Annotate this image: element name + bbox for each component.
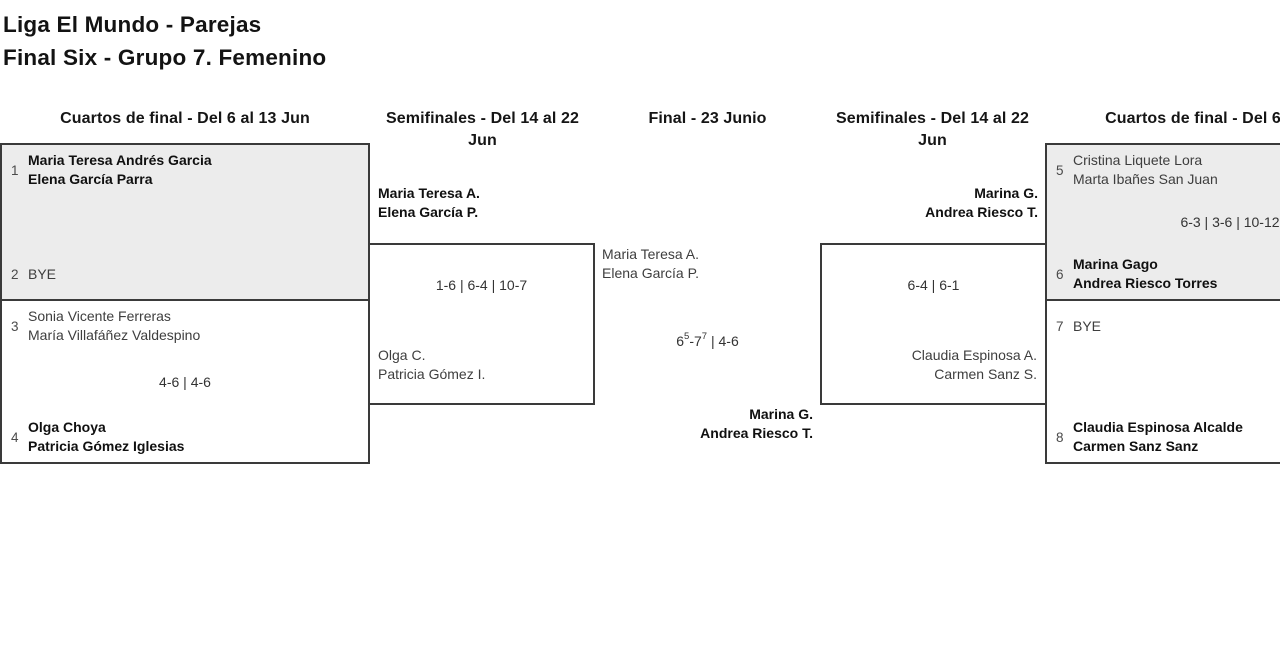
- match-score: 4-6 | 4-6: [159, 373, 211, 390]
- seed-number: 6: [1056, 266, 1064, 282]
- match-score: 6-4 | 6-1: [907, 277, 960, 293]
- round-header-quarterfinals-right: Cuartos de final - Del 6 al 13 Jun: [1105, 110, 1280, 127]
- match-sf2: 6-4 | 6-1 Claudia Espinosa A.Carmen Sanz…: [820, 243, 1045, 405]
- sf1-winner-team: Maria Teresa A.Elena García P.: [378, 185, 480, 220]
- team-row-seed-7: 7 BYE: [1047, 307, 1280, 345]
- match-score: 6-3 | 3-6 | 10-12: [1180, 214, 1280, 230]
- seed-number: 5: [1056, 162, 1064, 178]
- sf2-winner-team: Marina G.Andrea Riesco T.: [925, 185, 1038, 220]
- page-title: Liga El Mundo - Parejas Final Six - Grup…: [3, 8, 326, 74]
- match-score: 1-6 | 6-4 | 10-7: [435, 277, 528, 293]
- seed-number: 3: [11, 318, 19, 334]
- sf2-loser-team: Claudia Espinosa A.Carmen Sanz S.: [911, 347, 1037, 382]
- page-title-line2: Final Six - Grupo 7. Femenino: [3, 45, 327, 70]
- sf1-loser-team: Olga C.Patricia Gómez I.: [378, 347, 486, 382]
- seed-number: 1: [11, 162, 19, 178]
- page-title-line1: Liga El Mundo - Parejas: [3, 12, 262, 37]
- team-names: BYE: [1073, 317, 1102, 334]
- final-winner-team: Marina G.Andrea Riesco T.: [700, 406, 813, 441]
- final-team-top: Maria Teresa A.Elena García P.: [602, 246, 700, 281]
- team-row-seed-2: 2 BYE: [2, 255, 368, 293]
- match-sf1: 1-6 | 6-4 | 10-7 Olga C.Patricia Gómez I…: [370, 243, 595, 405]
- seed-number: 7: [1056, 318, 1064, 334]
- team-names: BYE: [28, 265, 57, 282]
- seed-number: 8: [1056, 429, 1064, 445]
- round-header-quarterfinals-left: Cuartos de final - Del 6 al 13 Jun: [60, 110, 310, 127]
- seed-number: 2: [11, 266, 19, 282]
- final-score: 65-77 | 4-6: [676, 331, 739, 349]
- seed-number: 4: [11, 429, 19, 445]
- round-header-final: Final - 23 Junio: [648, 110, 767, 127]
